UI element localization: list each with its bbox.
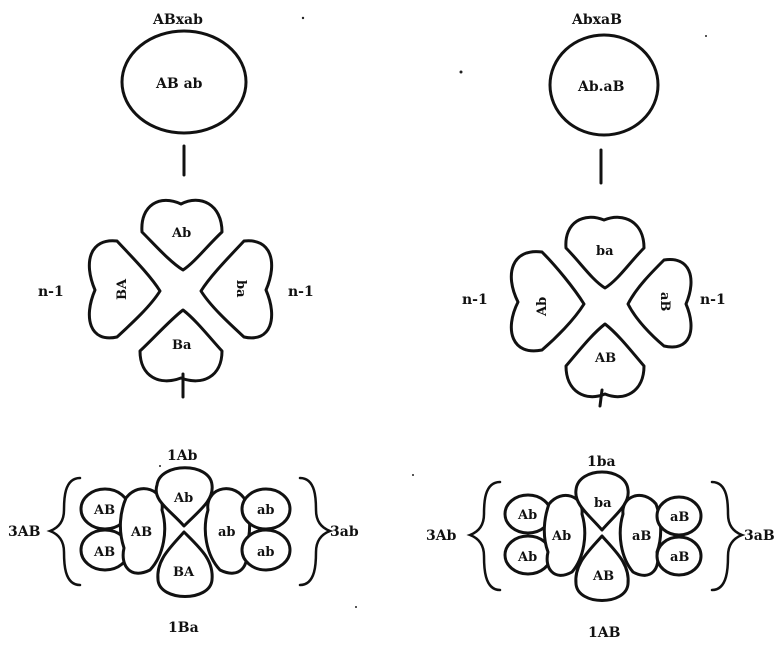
right-spore-label-1: Ab <box>517 508 537 523</box>
left-tetrad-right-lobe <box>199 239 274 340</box>
right-cluster-left-brace <box>466 480 502 592</box>
left-zygote-label: AB ab <box>155 76 203 92</box>
right-tetrad-left-lobe <box>509 250 586 353</box>
left-spore-label-5: BA <box>173 565 195 580</box>
left-spore-label-6: ab <box>218 525 236 540</box>
left-cluster-left-count: 3AB <box>8 524 41 540</box>
left-tetrad-bottom-label: Ba <box>172 338 192 353</box>
right-zygote-cell <box>548 33 660 137</box>
right-zygote-label: Ab.aB <box>577 79 625 95</box>
right-tetrad-bottom-label: AB <box>594 351 616 366</box>
left-cluster-left-brace <box>46 476 82 587</box>
left-cluster-top-label: 1Ab <box>167 448 198 464</box>
left-cluster-bottom-label: 1Ba <box>168 620 199 636</box>
right-tetrad-left-label: Ab <box>535 297 550 317</box>
left-spore-center-bottom <box>156 530 214 598</box>
right-tetrad-bottom-lobe <box>564 322 646 399</box>
right-spore-outer-top-right <box>655 495 703 537</box>
left-tetrad-top-label: Ab <box>171 226 191 241</box>
left-spore-label-1: AB <box>93 503 115 518</box>
left-spore-label-7: ab <box>257 503 275 518</box>
right-cluster-bottom-label: 1AB <box>588 625 621 641</box>
right-cluster-right-count: 3aB <box>744 528 775 544</box>
left-tetrad-left-label: BA <box>115 278 130 300</box>
right-connector-2 <box>598 388 604 408</box>
left-spore-label-2: AB <box>93 545 115 560</box>
left-cluster-right-count: 3ab <box>330 524 359 540</box>
left-spore-label-8: ab <box>257 545 275 560</box>
right-panel: AbxaB Ab.aB ba AB Ab aB n-1 n-1 1ba 1AB … <box>426 12 775 641</box>
right-n-right-label: n-1 <box>700 292 726 308</box>
left-spore-label-4: Ab <box>173 491 193 506</box>
right-spore-inner-right <box>618 493 663 577</box>
right-spore-label-3: Ab <box>551 529 571 544</box>
right-cluster-left-count: 3Ab <box>426 528 457 544</box>
right-cross-label: AbxaB <box>571 12 622 28</box>
left-spore-outer-bottom-right <box>240 528 292 572</box>
right-spore-label-5: AB <box>592 569 614 584</box>
left-cluster-right-brace <box>298 476 334 587</box>
left-tetrad-left-lobe <box>87 239 162 340</box>
scan-specks <box>159 16 707 608</box>
left-tetrad-bottom-lobe <box>138 308 224 383</box>
right-cluster-right-brace <box>710 480 746 592</box>
left-zygote-cell <box>120 29 248 135</box>
left-spore-label-3: AB <box>130 525 152 540</box>
right-spore-label-8: aB <box>670 550 689 565</box>
right-spore-label-2: Ab <box>517 550 537 565</box>
right-tetrad-top-label: ba <box>596 244 614 259</box>
right-spore-label-4: ba <box>594 496 612 511</box>
left-tetrad-right-label: ba <box>233 280 248 298</box>
right-spore-outer-bottom-right <box>655 535 703 577</box>
right-spore-center-bottom <box>574 534 630 602</box>
right-tetrad-top-lobe <box>564 215 646 290</box>
right-tetrad-right-lobe <box>626 258 693 349</box>
right-spore-label-7: aB <box>670 510 689 525</box>
right-n-left-label: n-1 <box>462 292 488 308</box>
right-spore-label-6: aB <box>632 529 651 544</box>
left-n-right-label: n-1 <box>288 284 314 300</box>
left-n-left-label: n-1 <box>38 284 64 300</box>
left-cross-label: ABxab <box>152 12 203 28</box>
left-panel: ABxab AB ab Ab Ba BA ba n-1 n-1 1Ab 1Ba … <box>8 12 359 636</box>
left-tetrad-top-lobe <box>140 198 224 272</box>
right-cluster-top-label: 1ba <box>587 454 616 470</box>
right-tetrad-right-label: aB <box>657 292 672 311</box>
